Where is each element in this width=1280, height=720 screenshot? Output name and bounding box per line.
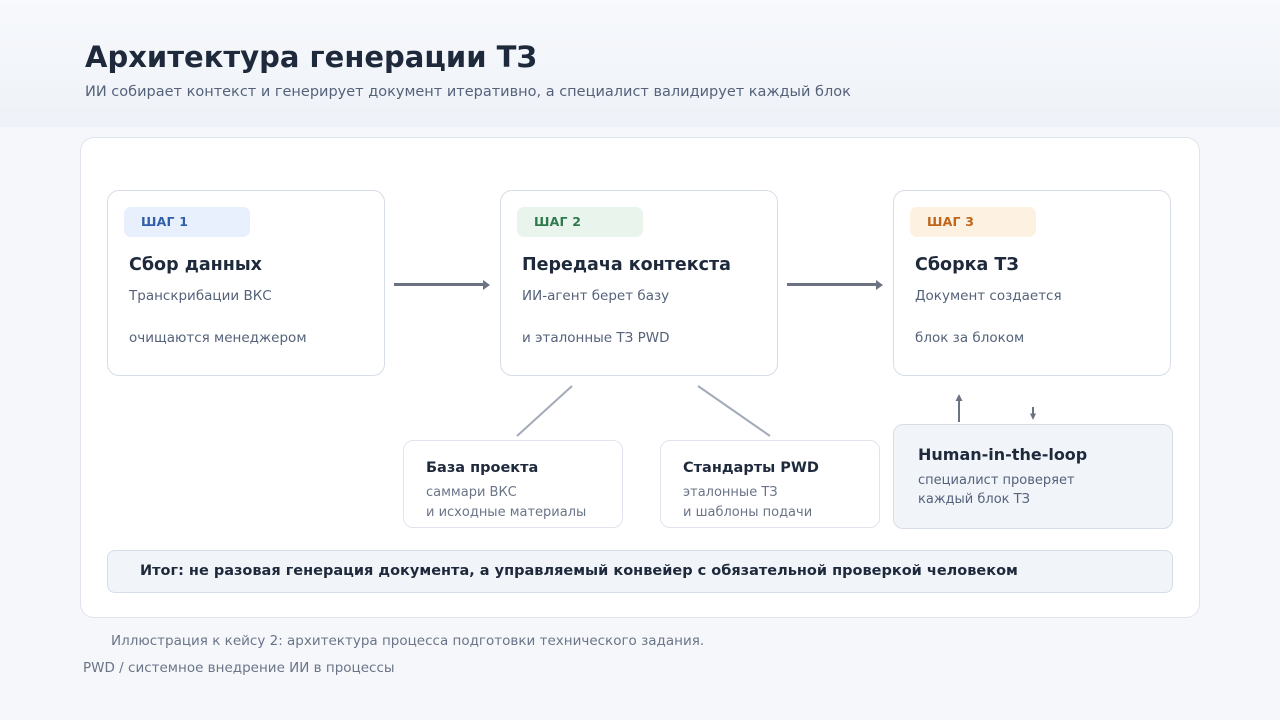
step-card-data-collection: ШАГ 1 Сбор данных Транскрибации ВКС очищ… [107, 190, 385, 376]
step-title: Сборка ТЗ [915, 255, 1019, 275]
summary-text: Итог: не разовая генерация документа, а … [140, 563, 1018, 579]
header-band [0, 0, 1280, 127]
source-description: эталонные ТЗ [683, 485, 778, 500]
arrow-right-icon [787, 279, 883, 290]
human-loop-description: каждый блок ТЗ [918, 492, 1030, 507]
source-description: и шаблоны подачи [683, 505, 813, 520]
source-description: и исходные материалы [426, 505, 587, 520]
human-loop-description: специалист проверяет [918, 473, 1075, 488]
source-title: База проекта [426, 460, 539, 476]
arrow-right-icon [394, 279, 490, 290]
page-subtitle: ИИ собирает контекст и генерирует докуме… [85, 84, 851, 100]
connector-line [697, 385, 771, 437]
human-loop-title: Human-in-the-loop [918, 445, 1088, 464]
page-title: Архитектура генерации ТЗ [85, 40, 537, 74]
step-badge: ШАГ 2 [517, 207, 643, 237]
figure-caption: Иллюстрация к кейсу 2: архитектура проце… [111, 633, 705, 649]
source-description: саммари ВКС [426, 485, 517, 500]
source-title: Стандарты PWD [683, 460, 819, 476]
human-in-the-loop-card: Human-in-the-loop специалист проверяет к… [893, 424, 1173, 529]
step-badge: ШАГ 1 [124, 207, 250, 237]
step-badge: ШАГ 3 [910, 207, 1036, 237]
step-title: Передача контекста [522, 255, 731, 275]
arrow-up-icon [955, 394, 963, 422]
step-description: и эталонные ТЗ PWD [522, 330, 670, 346]
summary-bar: Итог: не разовая генерация документа, а … [107, 550, 1173, 593]
step-description: очищаются менеджером [129, 330, 307, 346]
source-card-pwd-standards: Стандарты PWD эталонные ТЗ и шаблоны под… [660, 440, 880, 528]
step-description: блок за блоком [915, 330, 1025, 346]
step-description: Транскрибации ВКС [129, 288, 272, 304]
source-card-project-base: База проекта саммари ВКС и исходные мате… [403, 440, 623, 528]
step-description: ИИ-агент берет базу [522, 288, 670, 304]
connector-line [516, 385, 573, 437]
step-card-context-transfer: ШАГ 2 Передача контекста ИИ-агент берет … [500, 190, 778, 376]
step-card-tz-assembly: ШАГ 3 Сборка ТЗ Документ создается блок … [893, 190, 1171, 376]
footer-text: PWD / системное внедрение ИИ в процессы [83, 660, 395, 676]
arrow-down-icon [1030, 407, 1036, 420]
step-title: Сбор данных [129, 255, 262, 275]
step-description: Документ создается [915, 288, 1062, 304]
